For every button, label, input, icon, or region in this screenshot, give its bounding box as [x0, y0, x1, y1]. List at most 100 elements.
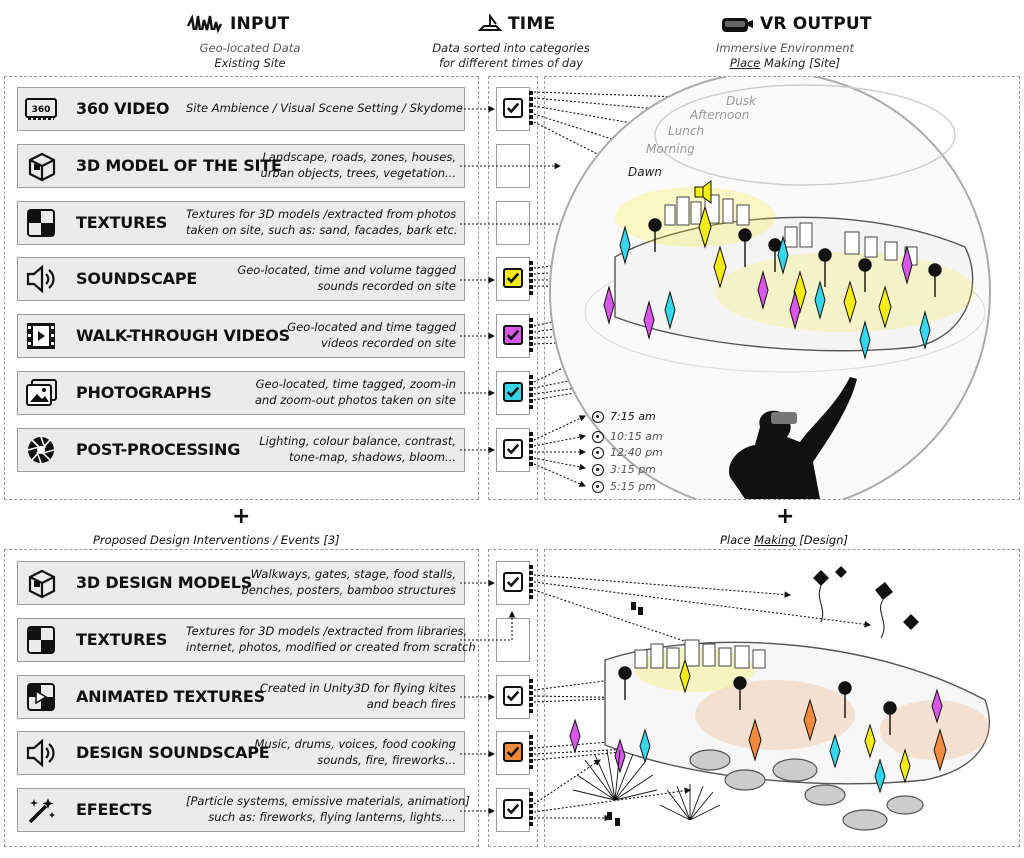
animated-texture-icon — [24, 681, 58, 713]
time-title: TIME — [508, 14, 556, 34]
site-time-box — [496, 427, 533, 472]
checkbox-checked-icon[interactable] — [503, 382, 523, 402]
design-row-description: [Particle systems, emissive materials, a… — [186, 793, 470, 825]
site-row-title: 360 VIDEO — [76, 99, 170, 118]
design-row-title: EFEECTS — [76, 800, 153, 820]
connector-dots — [529, 375, 533, 411]
design-row-title: ANIMATED TEXTURES — [76, 686, 265, 706]
vr-header: VR OUTPUT — [720, 12, 872, 36]
texture-checker-icon — [24, 207, 58, 239]
vr-subtitle: Immersive Environment Place Making [Site… — [690, 41, 880, 71]
design-time-box — [496, 731, 533, 776]
360-video-icon: 360 — [24, 93, 58, 125]
design-row-description: Walkways, gates, stage, food stalls,benc… — [186, 566, 456, 598]
description-line: such as: fireworks, flying lanterns, lig… — [208, 810, 456, 825]
texture-checker-icon — [24, 624, 58, 656]
checkbox-checked-icon[interactable] — [503, 438, 523, 459]
connector-dots — [529, 792, 533, 828]
time-item: 10:15 am — [592, 430, 663, 443]
time-label: 3:15 pm — [610, 463, 656, 476]
description-line: Geo-located, time and volume tagged — [237, 263, 456, 278]
vr-site-sphere — [549, 77, 991, 499]
time-subtitle-line2: for different times of day — [438, 56, 584, 70]
checkbox-checked-icon[interactable] — [503, 742, 523, 763]
description-line: tone-map, shadows, bloom... — [288, 449, 456, 464]
time-label: 12:40 pm — [610, 446, 663, 459]
design-time-box — [496, 674, 533, 719]
site-time-panel — [488, 76, 538, 500]
checkbox-checked-icon[interactable] — [503, 98, 523, 118]
description-line: Textures for 3D models /extracted from l… — [186, 623, 468, 638]
input-header: INPUT — [186, 12, 289, 36]
connector-dots — [529, 678, 533, 715]
time-label: 7:15 am — [610, 410, 656, 423]
design-left-caption: Proposed Design Interventions / Events [… — [93, 533, 340, 547]
site-time-box — [496, 200, 530, 245]
description-line: Site Ambience / Visual Scene Setting / S… — [186, 101, 463, 115]
time-label: 5:15 pm — [610, 480, 656, 493]
vr-title: VR OUTPUT — [760, 14, 872, 34]
clock-icon — [592, 410, 604, 423]
design-vr-panel — [544, 549, 1020, 847]
description-line: [Particle systems, emissive materials, a… — [186, 794, 470, 809]
connector-dots — [529, 261, 533, 297]
input-subtitle-line1: Geo-located Data — [199, 41, 301, 55]
site-row-title: TEXTURES — [76, 212, 168, 232]
time-item: 7:15 am — [592, 410, 656, 423]
description-line: Geo-located, time tagged, zoom-in — [255, 377, 456, 391]
speaker-icon — [24, 737, 58, 769]
vr-subtitle-line1: Immersive Environment — [715, 41, 854, 55]
description-line: Lighting, colour balance, contrast, — [259, 433, 456, 448]
site-input-panel — [4, 76, 479, 500]
description-line: internet, photos, modified or created fr… — [186, 639, 476, 654]
description-line: Music, drums, voices, food cooking — [254, 737, 456, 752]
vr-design-scene — [569, 566, 990, 831]
description-line: sounds, fire, fireworks... — [317, 753, 456, 768]
description-line: Created in Unity3D for flying kites — [259, 680, 456, 695]
input-title: INPUT — [230, 14, 290, 34]
connector-dots — [529, 565, 533, 601]
magenta-video-markers — [603, 245, 913, 340]
design-making: Making — [754, 533, 796, 547]
sky-label-dawn: Dawn — [628, 165, 663, 179]
checkbox-checked-icon[interactable] — [503, 572, 523, 592]
sky-label-afternoon: Afternoon — [690, 108, 750, 122]
design-yellow-markers — [679, 658, 911, 784]
svg-text:360: 360 — [32, 105, 51, 115]
lanterns — [607, 602, 643, 826]
connector-dots — [529, 431, 533, 468]
site-row-title: PHOTOGRAPHS — [76, 383, 212, 402]
description-line: Landscape, roads, zones, houses, — [262, 149, 456, 164]
3d-cube-icon — [24, 567, 58, 599]
clock-icon — [592, 480, 604, 493]
design-time-box — [496, 788, 533, 833]
cyan-photo-markers — [619, 225, 931, 360]
design-palms — [618, 666, 897, 735]
design-time-box — [496, 561, 533, 605]
design-row: TEXTURES Textures for 3D models /extracte… — [17, 617, 476, 662]
checkbox-checked-icon[interactable] — [503, 268, 523, 289]
description-line: taken on site, such as: sand, facades, b… — [186, 222, 458, 237]
aperture-icon — [24, 434, 58, 466]
connector-dots — [529, 318, 533, 354]
clock-icon — [592, 430, 604, 443]
site-row-description: Landscape, roads, zones, houses,urban ob… — [186, 149, 456, 181]
speaker-icon — [24, 263, 58, 295]
description-line: sounds recorded on site — [317, 279, 456, 294]
kites — [813, 566, 919, 630]
site-row-description: Lighting, colour balance, contrast,tone-… — [186, 433, 456, 465]
checkbox-checked-icon[interactable] — [503, 325, 523, 346]
checkbox-checked-icon[interactable] — [503, 685, 523, 706]
sky-label-morning: Morning — [646, 142, 695, 156]
site-row-description: Textures for 3D models /extracted from p… — [186, 206, 458, 238]
design-input-panel — [4, 549, 479, 847]
vr-person-silhouette — [729, 377, 857, 499]
checkbox-checked-icon[interactable] — [503, 799, 523, 820]
site-time-box — [496, 371, 533, 415]
design-row-title: TEXTURES — [76, 629, 168, 649]
